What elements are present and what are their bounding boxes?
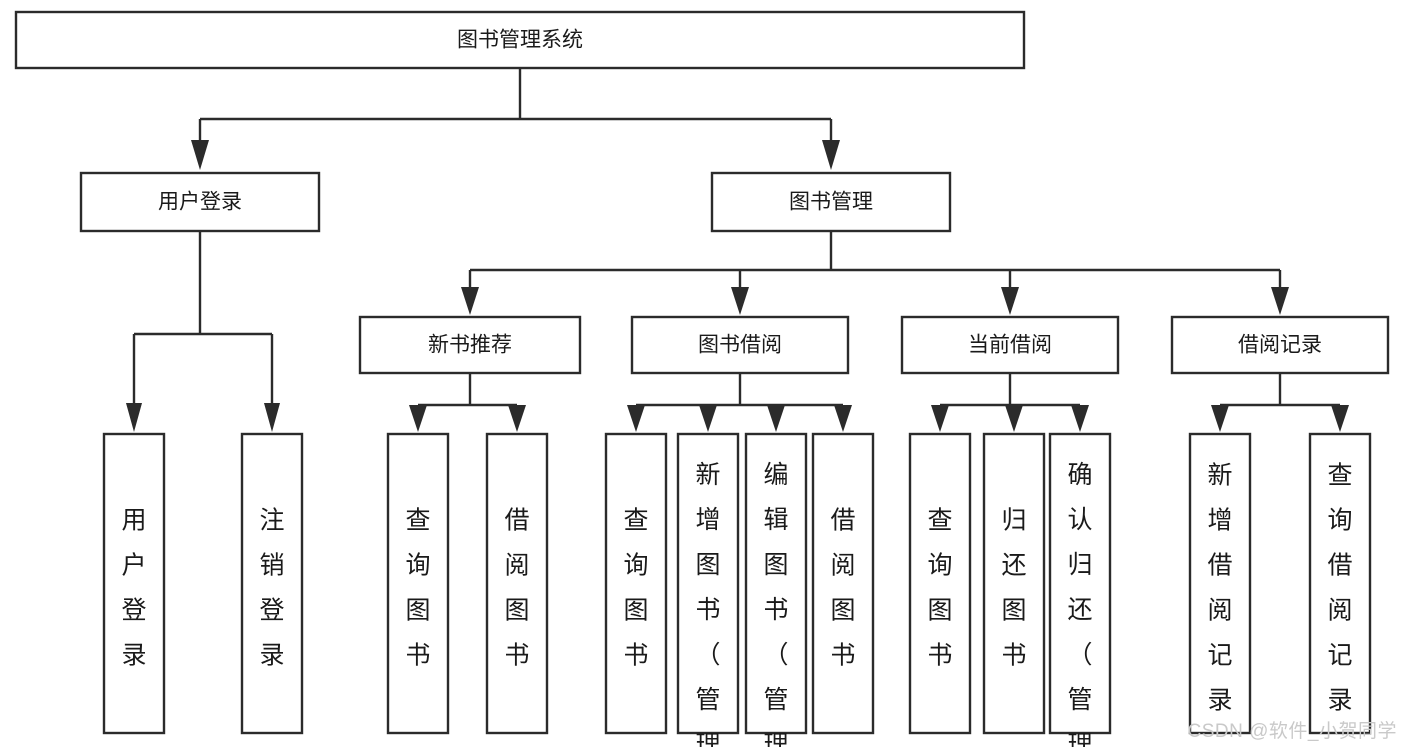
leaf-tsjy-query-book[interactable]: 查询图书 (604, 432, 668, 735)
arrowhead-jyjl-query (1331, 405, 1349, 432)
leaf-jyjl-add-record-box[interactable] (1188, 432, 1252, 735)
leaf-logout[interactable]: 注销登录 (240, 432, 304, 735)
leaf-tsjy-add-book-admin-label: 新增图书（管理员） (695, 461, 720, 747)
leaf-tsjy-edit-book-admin-label: 编辑图书（管理员） (763, 461, 788, 747)
arrowhead-user-login (191, 140, 209, 170)
arrowhead-book-borrow (731, 287, 749, 315)
leaf-tsjy-borrow-book-label: 借阅图书 (830, 507, 855, 670)
leaf-tsjy-query-book-label: 查询图书 (623, 507, 648, 670)
arrowhead-jyjl-add (1211, 405, 1229, 432)
node-book-borrow-box[interactable] (630, 315, 850, 375)
arrowhead-book-management (822, 140, 840, 170)
arrowhead-nbr-borrow (508, 405, 526, 432)
arrowhead-current-borrow (1001, 287, 1019, 315)
node-current-borrow[interactable]: 当前借阅 (900, 315, 1120, 375)
leaf-user-login[interactable]: 用户登录 (102, 432, 166, 735)
leaf-dqjy-query-book[interactable]: 查询图书 (908, 432, 972, 735)
arrowhead-tsjy-edit (767, 405, 785, 432)
leaf-logout-label: 注销登录 (259, 507, 284, 670)
leaf-jyjl-query-record[interactable]: 查询借阅记录 (1308, 432, 1372, 735)
node-book-management-label: 图书管理 (789, 191, 873, 214)
arrowhead-tsjy-borrow (834, 405, 852, 432)
arrowhead-tsjy-add (699, 405, 717, 432)
node-book-management[interactable]: 图书管理 (710, 171, 952, 233)
node-root-label: 图书管理系统 (457, 29, 583, 52)
arrowhead-leaf-user-login (126, 403, 142, 432)
leaf-user-login-box[interactable] (102, 432, 166, 735)
leaf-dqjy-query-book-label: 查询图书 (927, 507, 952, 670)
leaf-nbr-borrow-book[interactable]: 借阅图书 (485, 432, 549, 735)
leaf-nbr-query-book-box[interactable] (386, 432, 450, 735)
leaf-tsjy-add-book-admin[interactable]: 新增图书（管理员） (676, 432, 740, 747)
node-root-system[interactable]: 图书管理系统 (14, 10, 1026, 70)
node-new-book-recommend-label: 新书推荐 (428, 334, 512, 357)
arrowhead-dqjy-query (931, 405, 949, 432)
leaf-nodes-layer: 用户登录 注销登录 查询图书 借阅图书 查询图书 新增图书（管理员） (102, 432, 1372, 747)
arrowhead-borrow-record (1271, 287, 1289, 315)
node-current-borrow-box[interactable] (900, 315, 1120, 375)
leaf-tsjy-edit-book-admin-box[interactable] (744, 432, 808, 735)
leaf-jyjl-add-record[interactable]: 新增借阅记录 (1188, 432, 1252, 735)
arrowhead-dqjy-return (1005, 405, 1023, 432)
node-root-box[interactable] (14, 10, 1026, 70)
node-user-login-box[interactable] (79, 171, 321, 233)
leaf-dqjy-confirm-return-admin[interactable]: 确认归还（管理员） (1048, 432, 1112, 747)
leaf-dqjy-confirm-return-admin-label: 确认归还（管理员） (1067, 461, 1092, 747)
node-book-borrow-label: 图书借阅 (698, 334, 782, 357)
arrowhead-nbr-query (409, 405, 427, 432)
node-borrow-record-label: 借阅记录 (1238, 334, 1322, 357)
node-book-management-box[interactable] (710, 171, 952, 233)
leaf-dqjy-confirm-return-admin-box[interactable] (1048, 432, 1112, 735)
leaf-dqjy-return-book[interactable]: 归还图书 (982, 432, 1046, 735)
node-user-login-label: 用户登录 (158, 191, 242, 214)
node-new-book-recommend-box[interactable] (358, 315, 582, 375)
node-book-borrow[interactable]: 图书借阅 (630, 315, 850, 375)
arrowhead-new-book-rec (461, 287, 479, 315)
node-borrow-record-box[interactable] (1170, 315, 1390, 375)
node-user-login[interactable]: 用户登录 (79, 171, 321, 233)
leaf-tsjy-borrow-book[interactable]: 借阅图书 (811, 432, 875, 735)
leaf-logout-box[interactable] (240, 432, 304, 735)
arrowhead-leaf-logout (264, 403, 280, 432)
leaf-tsjy-add-book-admin-box[interactable] (676, 432, 740, 735)
connector-layer (126, 68, 1349, 432)
arrowhead-tsjy-query (627, 405, 645, 432)
leaf-user-login-label: 用户登录 (121, 507, 146, 670)
leaf-tsjy-edit-book-admin[interactable]: 编辑图书（管理员） (744, 432, 808, 747)
leaf-jyjl-add-record-label: 新增借阅记录 (1207, 462, 1232, 715)
leaf-nbr-borrow-book-label: 借阅图书 (504, 507, 529, 670)
leaf-nbr-borrow-book-box[interactable] (485, 432, 549, 735)
leaf-jyjl-query-record-label: 查询借阅记录 (1327, 462, 1352, 715)
leaf-nbr-query-book-label: 查询图书 (405, 507, 430, 670)
leaf-jyjl-query-record-box[interactable] (1308, 432, 1372, 735)
leaf-nbr-query-book[interactable]: 查询图书 (386, 432, 450, 735)
leaf-dqjy-return-book-box[interactable] (982, 432, 1046, 735)
node-new-book-recommend[interactable]: 新书推荐 (358, 315, 582, 375)
node-current-borrow-label: 当前借阅 (968, 334, 1052, 357)
arrowhead-dqjy-confirm (1071, 405, 1089, 432)
leaf-dqjy-return-book-label: 归还图书 (1001, 507, 1026, 670)
leaf-tsjy-query-book-box[interactable] (604, 432, 668, 735)
leaf-dqjy-query-book-box[interactable] (908, 432, 972, 735)
leaf-tsjy-borrow-book-box[interactable] (811, 432, 875, 735)
node-borrow-record[interactable]: 借阅记录 (1170, 315, 1390, 375)
